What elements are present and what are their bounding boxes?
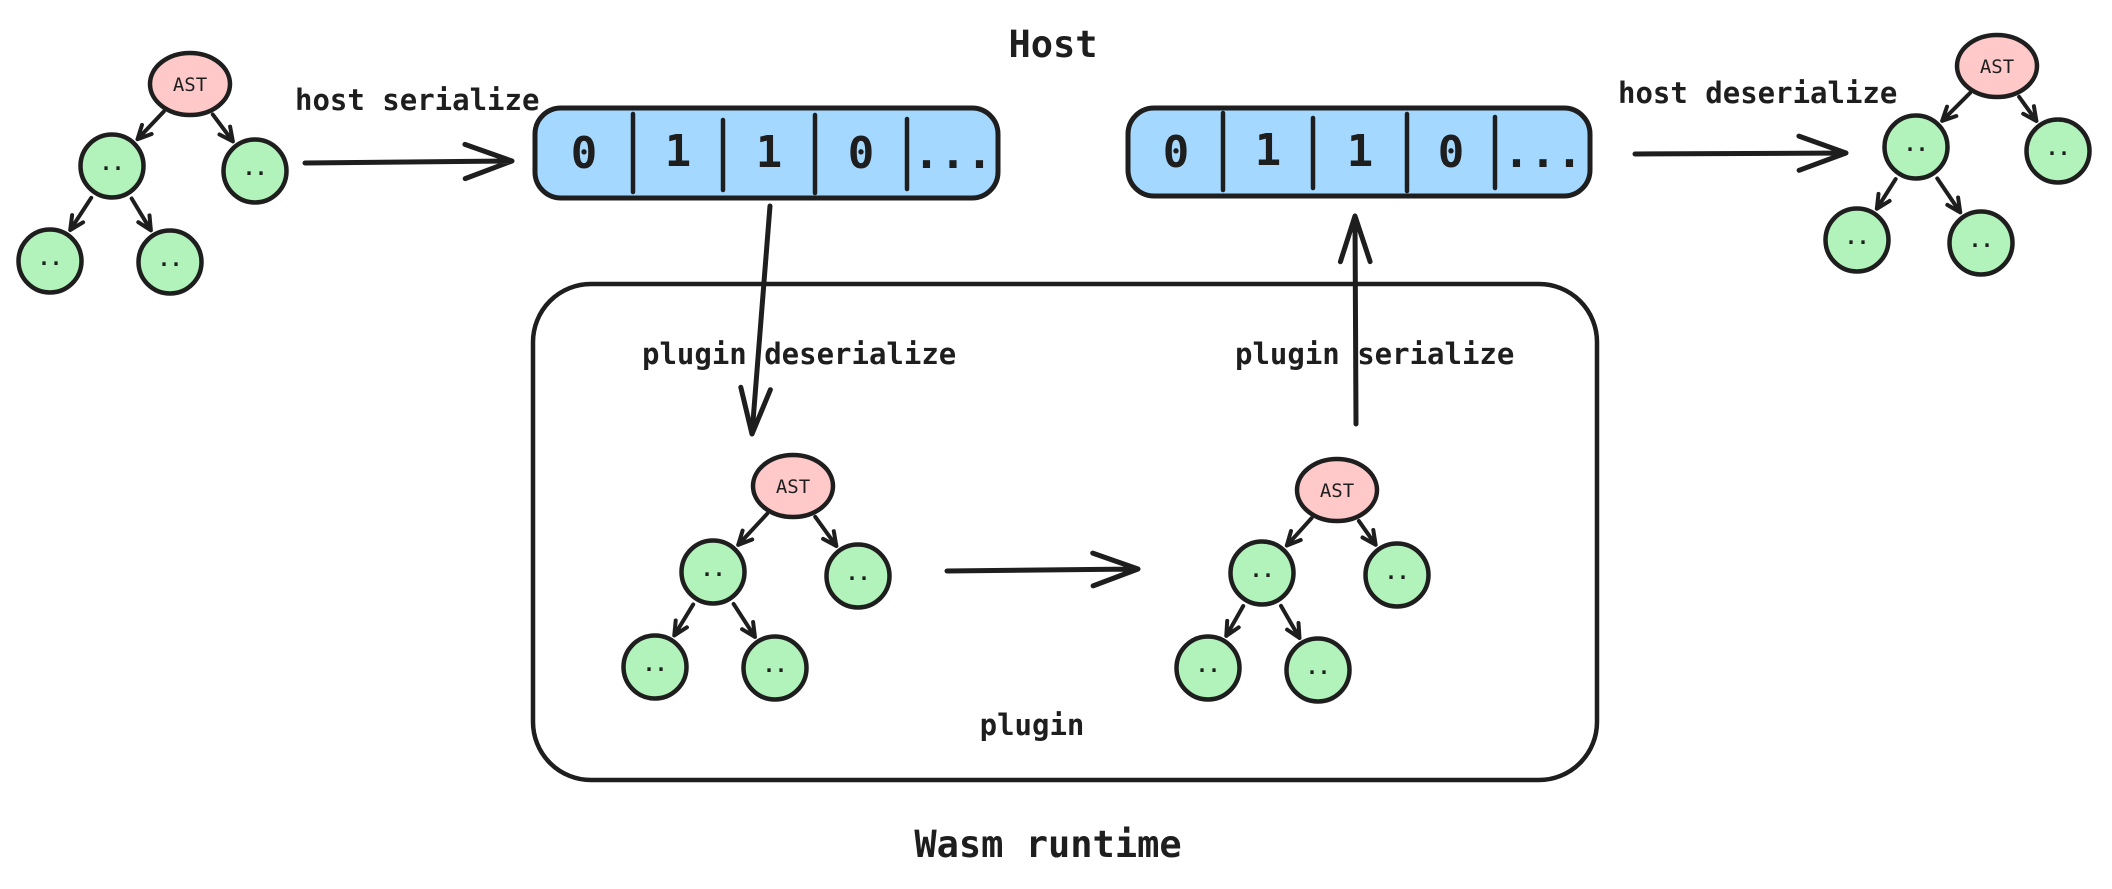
ast-child-label: .. <box>1306 655 1330 679</box>
ast-root-node <box>750 452 836 520</box>
tree-edge-arrow <box>1940 90 1973 123</box>
ast-child-node <box>1284 636 1352 704</box>
ast-child-label: .. <box>643 652 667 676</box>
byte-cell: 1 <box>1255 125 1282 176</box>
tree-edge-arrow <box>210 112 235 144</box>
ast-child-node <box>221 137 289 205</box>
ast-child-node <box>78 132 146 200</box>
byte-cell: 0 <box>1438 127 1465 178</box>
byte-array-plugin: 0 1 1 0 ... <box>1125 105 1593 199</box>
ast-root-label: AST <box>173 74 207 96</box>
host-deserialize-arrow <box>1632 133 1849 173</box>
host-input-ast: AST........ <box>16 50 289 296</box>
ast-child-label: .. <box>1969 228 1993 252</box>
ast-child-node <box>16 227 84 295</box>
byte-cell: 1 <box>756 127 783 178</box>
ast-root-node <box>1294 456 1380 524</box>
plugin-serialize-label: plugin serialize <box>1235 337 1514 371</box>
tree-edge-arrow <box>1935 176 1963 215</box>
plugin-transform-arrow <box>944 550 1141 589</box>
byte-cell: 1 <box>1347 126 1374 177</box>
tree-edge-arrow <box>1284 516 1314 548</box>
byte-cell: 0 <box>571 128 598 179</box>
ast-child-label: .. <box>243 156 267 180</box>
byte-array-host: 0 1 1 0 ... <box>532 105 1001 201</box>
ast-child-node <box>1823 206 1891 274</box>
ast-child-label: .. <box>701 557 725 581</box>
byte-cell: 1 <box>665 126 692 177</box>
tree-edge-arrow <box>68 195 94 233</box>
byte-array-box <box>532 105 1001 201</box>
tree-edge-arrow <box>1874 177 1898 211</box>
ast-root-node <box>147 50 233 118</box>
ast-child-label: .. <box>1904 132 1928 156</box>
plugin-output-ast: AST........ <box>1174 456 1431 704</box>
ast-child-label: .. <box>1845 225 1869 249</box>
ast-root-label: AST <box>1980 56 2014 78</box>
ast-child-node <box>2024 117 2092 185</box>
plugin-box <box>530 281 1600 783</box>
ast-child-node <box>621 633 689 701</box>
ast-child-label: .. <box>1196 653 1220 677</box>
ast-child-node <box>1228 539 1296 607</box>
tree-edge-arrow <box>2017 94 2039 123</box>
tree-edge-arrow <box>813 514 839 549</box>
tree-edge-arrow <box>672 602 696 638</box>
ast-child-label: .. <box>2046 136 2070 160</box>
byte-cell: ... <box>1503 127 1582 178</box>
wasm-runtime-title: Wasm runtime <box>914 823 1181 866</box>
host-title: Host <box>1008 23 1097 66</box>
plugin-deserialize-arrow <box>738 203 773 437</box>
plugin-serialize-arrow <box>1337 213 1373 427</box>
ast-child-node <box>824 542 892 610</box>
ast-child-node <box>679 538 747 606</box>
ast-child-label: .. <box>1385 560 1409 584</box>
byte-cell: 0 <box>848 128 875 179</box>
tree-edge-arrow <box>129 196 153 233</box>
byte-cell: 0 <box>1163 127 1190 178</box>
tree-edge-arrow <box>1224 604 1246 638</box>
host-deserialize-label: host deserialize <box>1618 76 1897 110</box>
tree-edge-arrow <box>731 601 757 639</box>
ast-child-label: .. <box>38 246 62 270</box>
ast-child-label: .. <box>1250 558 1274 582</box>
ast-root-node <box>1954 32 2040 100</box>
flow-arrows-layer <box>302 133 1849 589</box>
ast-root-label: AST <box>1320 480 1354 502</box>
ast-trees-layer: AST........AST........AST........AST....… <box>16 32 2092 704</box>
ast-child-label: .. <box>100 151 124 175</box>
tree-edge-arrow <box>736 511 770 547</box>
plugin-box-label: plugin <box>980 708 1085 742</box>
ast-child-label: .. <box>158 247 182 271</box>
tree-edge-arrow <box>1356 519 1378 547</box>
plugin-deserialized-ast: AST........ <box>621 452 892 702</box>
plugin-deserialize-label: plugin deserialize <box>642 337 956 371</box>
ast-child-label: .. <box>763 653 787 677</box>
host-serialize-arrow <box>302 141 515 182</box>
ast-child-node <box>1174 634 1242 702</box>
byte-array-box <box>1125 105 1593 199</box>
ast-child-node <box>741 634 809 702</box>
byte-cell: ... <box>913 128 992 179</box>
host-serialize-label: host serialize <box>295 83 539 117</box>
ast-child-node <box>1947 209 2015 277</box>
ast-child-label: .. <box>846 561 870 585</box>
ast-child-node <box>1363 541 1431 609</box>
host-deserialized-ast: AST........ <box>1823 32 2092 277</box>
ast-root-label: AST <box>776 476 810 498</box>
ast-child-node <box>1882 113 1950 181</box>
tree-edge-arrow <box>1279 603 1302 640</box>
tree-edge-arrow <box>135 109 166 142</box>
ast-child-node <box>136 228 204 296</box>
